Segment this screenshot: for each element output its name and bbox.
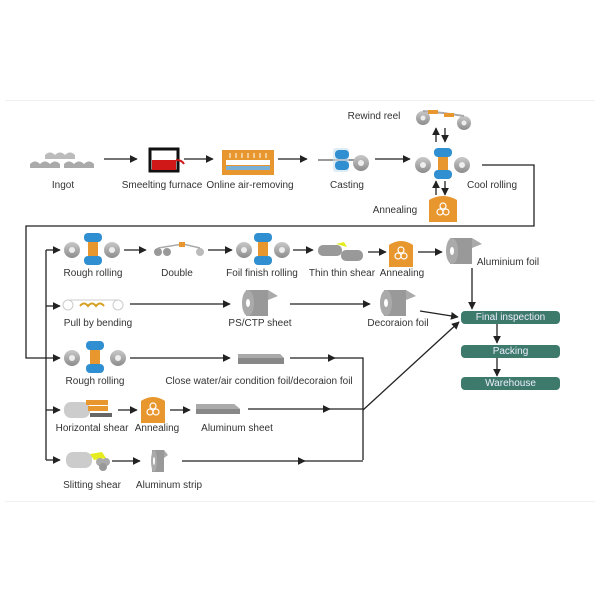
slitting-shear-icon	[66, 452, 110, 471]
label-rough-rolling: Rough rolling	[63, 268, 123, 279]
label-rough-rolling: Rough rolling	[65, 376, 125, 387]
label-annealing: Annealing	[134, 423, 180, 434]
smelting-furnace-icon	[148, 147, 185, 173]
diagram-frame	[5, 100, 595, 502]
label-ps-ctp-sheet: PS/CTP sheet	[228, 318, 292, 329]
aluminium-foil-roll-icon	[446, 238, 482, 264]
label-annealing: Annealing	[372, 205, 418, 216]
aluminum-sheet-icon	[196, 404, 240, 414]
casting-icon	[318, 148, 369, 172]
label-slitting-shear: Slitting shear	[63, 480, 121, 491]
row3-connectors	[130, 300, 459, 320]
row5-connectors	[118, 405, 363, 414]
label-smelting-furnace: Smeelting furnace	[121, 180, 203, 191]
annealing-furnace-icon	[429, 196, 457, 222]
ps-ctp-roll-icon	[242, 290, 278, 316]
pull-bending-icon	[62, 299, 124, 311]
label-double: Double	[161, 268, 193, 279]
label-aluminum-strip: Aluminum strip	[135, 480, 203, 491]
air-removing-icon	[222, 150, 274, 175]
aluminum-strip-icon	[151, 450, 168, 472]
warehouse-box: Warehouse	[461, 377, 560, 390]
label-horizontal-shear: Horizontal shear	[55, 423, 129, 434]
annealing-furnace-icon	[141, 397, 165, 423]
thin-shear-icon	[318, 242, 363, 261]
label-online-air-removing: Online air-removing	[206, 180, 294, 191]
label-aluminium-foil: Aluminium foil	[476, 257, 540, 268]
label-pull-by-bending: Pull by bending	[63, 318, 133, 329]
row1-connectors	[25, 127, 535, 359]
rewind-reel-icon	[416, 110, 471, 130]
row2-connectors	[124, 246, 476, 310]
foil-slab-icon	[238, 354, 284, 364]
label-aluminum-sheet: Aluminum sheet	[201, 423, 273, 434]
label-foil-finish-rolling: Foil finish rolling	[226, 268, 298, 279]
annealing-furnace-icon	[389, 241, 413, 267]
label-rewind-reel: Rewind reel	[347, 111, 401, 122]
label-decoration-foil: Decoraion foil	[367, 318, 429, 329]
label-ingot: Ingot	[51, 180, 75, 191]
branch-connectors	[40, 246, 61, 464]
label-close-water-air-condition-foil: Close water/air condition foil/decoraion…	[165, 376, 353, 387]
rough-rolling-icon	[64, 341, 126, 373]
rough-rolling-icon	[64, 233, 120, 265]
decoration-foil-roll-icon	[380, 290, 416, 316]
ingot-icon	[30, 152, 94, 168]
final-inspection-box: Final inspection	[461, 311, 560, 324]
foil-finish-rolling-icon	[236, 233, 290, 265]
label-annealing: Annealing	[379, 268, 425, 279]
packing-box: Packing	[461, 345, 560, 358]
horizontal-shear-icon	[64, 400, 112, 418]
row4-connectors	[130, 321, 460, 460]
label-thin-thin-shear: Thin thin shear	[308, 268, 376, 279]
label-cool-rolling: Cool rolling	[466, 180, 518, 191]
label-casting: Casting	[330, 180, 364, 191]
cool-rolling-icon	[415, 148, 470, 179]
double-icon	[154, 242, 204, 256]
